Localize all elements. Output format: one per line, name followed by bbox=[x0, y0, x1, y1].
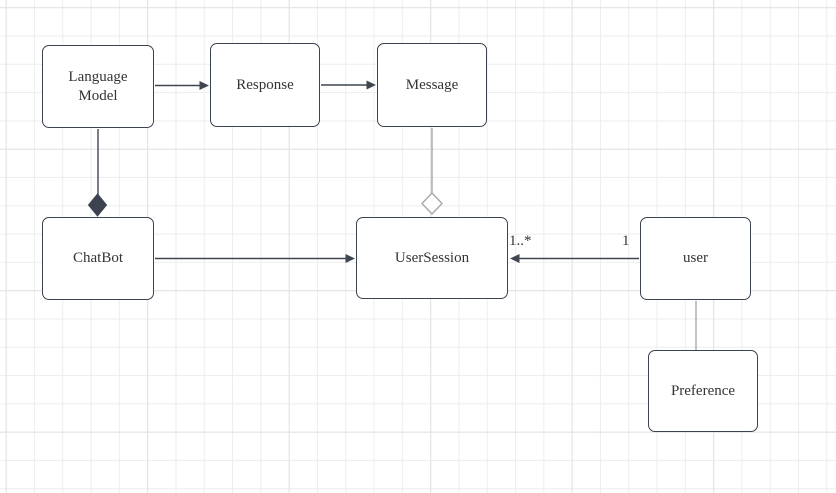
edge-response-to-message[interactable] bbox=[321, 80, 377, 90]
node-response[interactable]: Response bbox=[210, 43, 320, 127]
node-label: Language Model bbox=[68, 69, 128, 104]
node-label: Message bbox=[405, 76, 459, 93]
edge-language-model-to-chatbot-composition[interactable] bbox=[87, 129, 108, 217]
node-chatbot[interactable]: ChatBot bbox=[42, 217, 154, 300]
node-user[interactable]: user bbox=[640, 217, 751, 300]
arrowhead-icon[interactable] bbox=[345, 254, 356, 263]
node-label: ChatBot bbox=[72, 250, 123, 267]
node-label: user bbox=[683, 250, 708, 267]
node-label: UserSession bbox=[394, 249, 470, 266]
edge-chatbot-to-user-session[interactable] bbox=[155, 254, 355, 263]
composition-diamond-icon[interactable] bbox=[87, 193, 108, 217]
node-label: Response bbox=[236, 76, 294, 93]
node-user-session[interactable]: UserSession bbox=[356, 217, 508, 299]
arrowhead-icon[interactable] bbox=[199, 81, 210, 90]
edge-message-to-user-session-aggregation[interactable] bbox=[421, 128, 443, 216]
edge-language-model-to-response[interactable] bbox=[155, 81, 209, 90]
arrowhead-icon[interactable] bbox=[510, 254, 520, 263]
node-language-model[interactable]: Language Model bbox=[42, 45, 154, 128]
aggregation-diamond-icon[interactable] bbox=[421, 191, 443, 216]
node-label: Preference bbox=[670, 382, 736, 399]
multiplicity-label-user-session-end: 1..* bbox=[509, 233, 532, 249]
node-preference[interactable]: Preference bbox=[648, 350, 758, 432]
edge-user-to-user-session[interactable] bbox=[510, 254, 639, 263]
node-message[interactable]: Message bbox=[377, 43, 487, 127]
arrowhead-icon[interactable] bbox=[366, 80, 377, 90]
multiplicity-label-user-end: 1 bbox=[622, 233, 630, 249]
